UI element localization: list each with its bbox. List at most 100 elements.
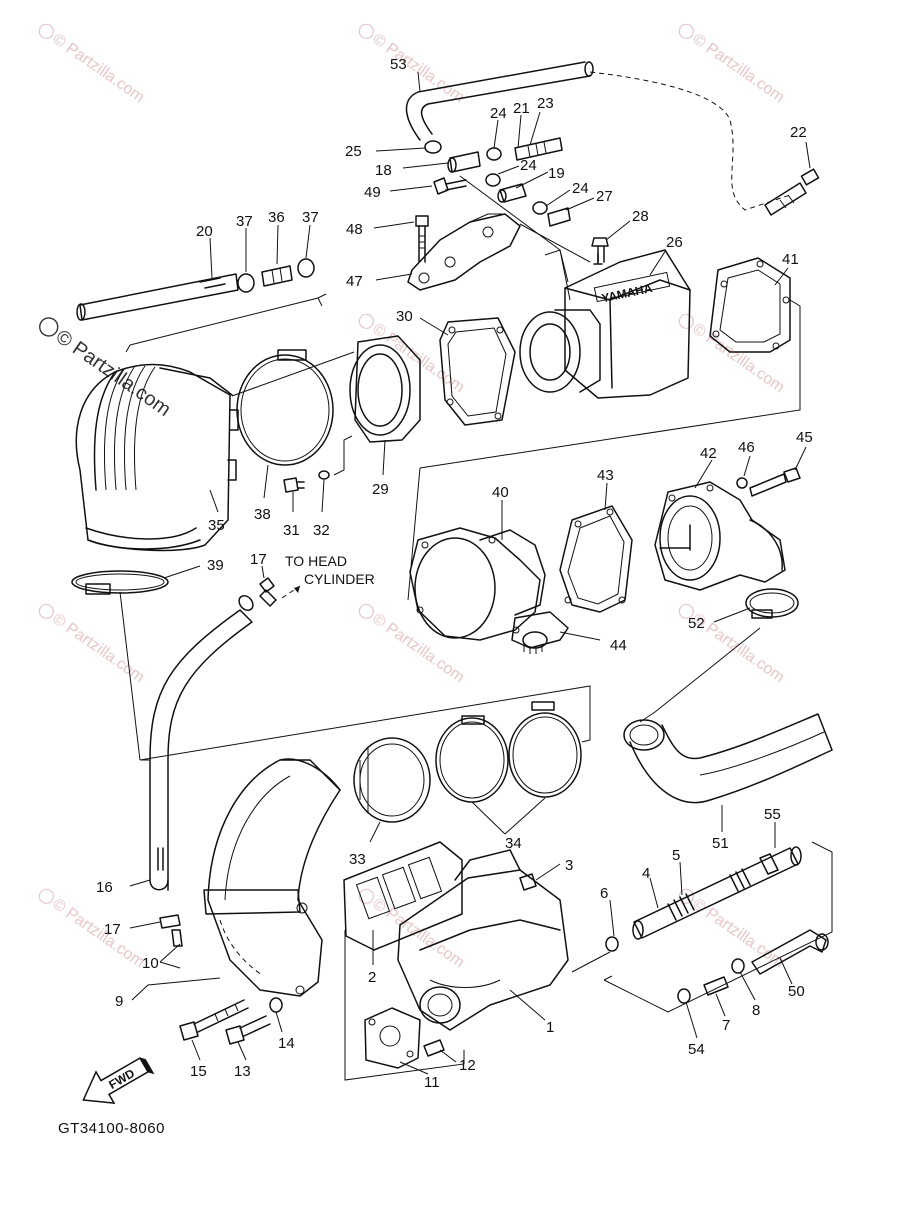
union-18: [447, 151, 481, 173]
callout-1: 1: [546, 1019, 554, 1036]
callout-41: 41: [782, 251, 799, 268]
callout-48: 48: [346, 221, 363, 238]
svg-text:© Partzilla.com: © Partzilla.com: [369, 610, 467, 686]
callout-24: 24: [490, 105, 507, 122]
fitting-7: [703, 976, 729, 996]
callout-43: 43: [597, 467, 614, 484]
watermark: © Partzilla.com: [678, 888, 787, 971]
svg-text:© Partzilla.com: © Partzilla.com: [49, 30, 147, 106]
gasket-30: [439, 317, 516, 426]
bracket-47: [407, 213, 521, 291]
callout-4: 4: [642, 865, 650, 882]
svg-text:© Partzilla.com: © Partzilla.com: [689, 320, 787, 396]
arrow-head-icon: [294, 586, 300, 593]
band-39: [71, 570, 169, 595]
callout-50: 50: [788, 983, 805, 1000]
hose-51: [623, 713, 833, 804]
bolt-3: [519, 873, 537, 891]
callout-51: 51: [712, 835, 729, 852]
watermark: © Partzilla.com: [358, 23, 467, 106]
callout-36: 36: [268, 209, 285, 226]
fitting-27: [547, 207, 571, 227]
callout-45: 45: [796, 429, 813, 446]
callout-20: 20: [196, 223, 213, 240]
gasket-2: [343, 841, 463, 951]
leader-lines: [129, 71, 811, 1075]
watermark: © Partzilla.com: [38, 23, 147, 106]
watermark: © Partzilla.com: [38, 888, 147, 971]
clamp-8: [731, 958, 745, 974]
callout-54: 54: [688, 1041, 705, 1058]
callout-22: 22: [790, 124, 807, 141]
callout-27: 27: [596, 188, 613, 205]
bolt-45: [749, 467, 801, 497]
sleeve-33: [353, 737, 431, 823]
callout-44: 44: [610, 637, 627, 654]
hose-19: [497, 183, 527, 203]
fitting-36: [261, 265, 293, 287]
band-38: [236, 349, 334, 466]
callout-47: 47: [346, 273, 363, 290]
washer-32: [318, 470, 330, 480]
watermark: © Partzilla.com: [358, 603, 467, 686]
band-34-b: [508, 701, 582, 798]
callout-23: 23: [537, 95, 554, 112]
clamp-37-left: [237, 273, 255, 293]
watermark: © Partzilla.com: [678, 313, 787, 396]
callout-33: 33: [349, 851, 366, 868]
callout-21: 21: [513, 100, 530, 117]
clamp-25: [424, 140, 442, 154]
callout-35: 35: [208, 517, 225, 534]
note-line-1: TO HEAD: [285, 553, 347, 569]
callout-49: 49: [364, 184, 381, 201]
watermark-large: © Partzilla.com: [39, 317, 175, 421]
callout-46: 46: [738, 439, 755, 456]
note-to-head-cylinder: TO HEAD CYLINDER: [281, 553, 375, 599]
callout-19: 19: [548, 165, 565, 182]
callout-37: 37: [236, 213, 253, 230]
callout-9: 9: [115, 993, 123, 1010]
fwd-arrow-icon: FWD: [82, 1057, 155, 1104]
cover-44: [511, 611, 569, 654]
elbow-9: [203, 758, 341, 997]
svg-text:© Partzilla.com: © Partzilla.com: [689, 895, 787, 971]
watermark: © Partzilla.com: [678, 23, 787, 106]
svg-text:© Partzilla.com: © Partzilla.com: [49, 895, 147, 971]
callout-37: 37: [302, 209, 319, 226]
callout-17: 17: [250, 551, 267, 568]
callout-52: 52: [688, 615, 705, 632]
reference-lines: [119, 249, 833, 1081]
callout-8: 8: [752, 1002, 760, 1019]
svg-text:© Partzilla.com: © Partzilla.com: [689, 30, 787, 106]
flange-29: [349, 335, 421, 443]
pin-12: [423, 1039, 445, 1057]
band-34-a: [435, 715, 509, 803]
callout-10: 10: [142, 955, 159, 972]
fitting-10: [171, 929, 183, 947]
callout-6: 6: [600, 885, 608, 902]
bolt-13: [225, 1015, 271, 1045]
clamp-37-right: [297, 258, 315, 278]
elbow-35: [75, 363, 239, 552]
gasket-41: [709, 257, 791, 353]
manifold-1: [397, 849, 569, 1031]
callout-labels: 53 25 18 24 21 23 24 19 24 27 22 49 48 4…: [96, 56, 813, 1091]
svg-text:© Partzilla.com: © Partzilla.com: [49, 610, 147, 686]
callout-30: 30: [396, 308, 413, 325]
callout-42: 42: [700, 445, 717, 462]
callout-2: 2: [368, 969, 376, 986]
callout-16: 16: [96, 879, 113, 896]
pipe-4-5-55: [632, 846, 802, 940]
elbow-42: [654, 481, 786, 591]
washer-14: [269, 997, 283, 1013]
hose-20: [76, 273, 239, 321]
callout-34: 34: [505, 835, 522, 852]
callout-5: 5: [672, 847, 680, 864]
callout-39: 39: [207, 557, 224, 574]
callout-13: 13: [234, 1063, 251, 1080]
pipe-21-23: [514, 137, 563, 161]
callout-28: 28: [632, 208, 649, 225]
bolt-31: [283, 477, 305, 493]
